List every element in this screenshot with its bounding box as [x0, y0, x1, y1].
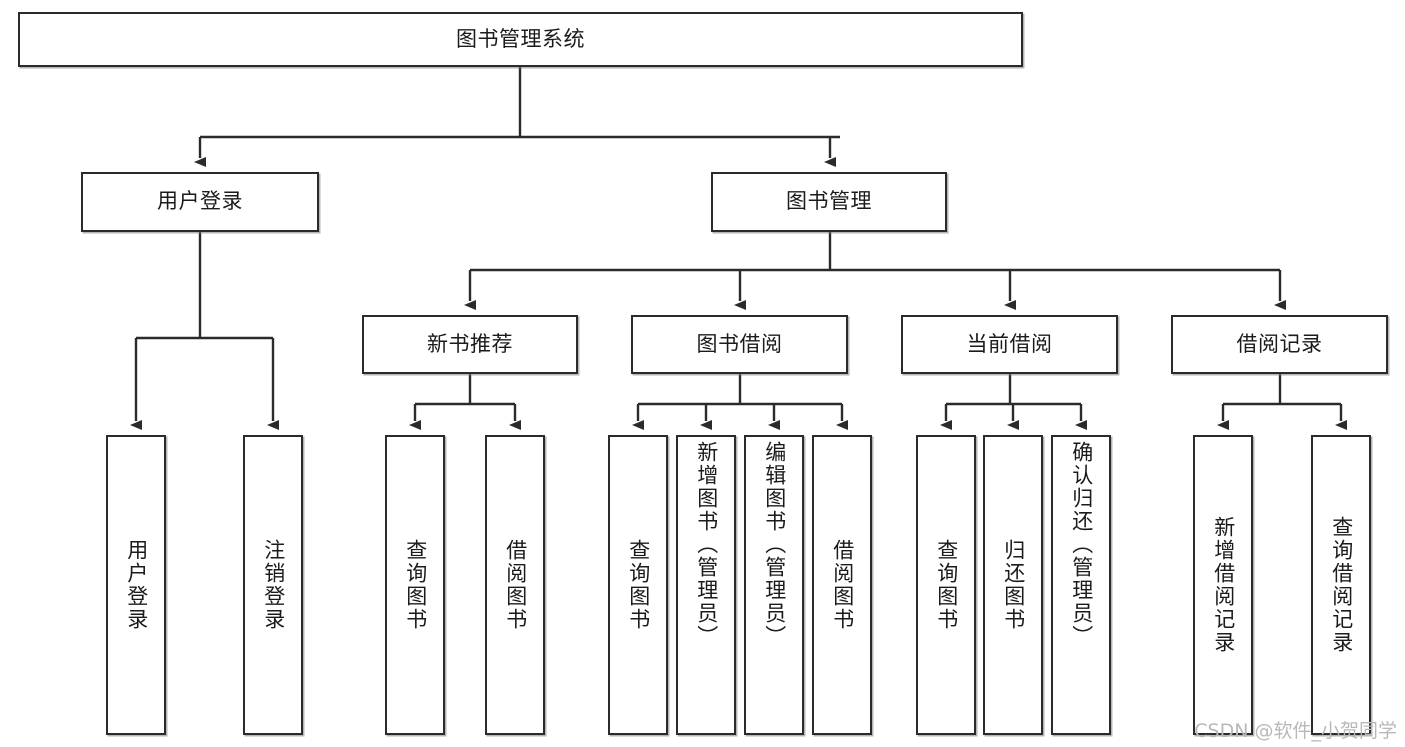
node-new-book-recommend-label: 新书推荐: [427, 331, 513, 356]
node-leaf-query-book-2[interactable]: 查询图书: [608, 435, 668, 735]
node-leaf-query-book-1[interactable]: 查询图书: [385, 435, 445, 735]
node-leaf-borrow-book-2[interactable]: 借阅图书: [812, 435, 872, 735]
node-book-management-label: 图书管理: [786, 189, 872, 214]
node-leaf-edit-book-label: 编辑图书（管理员）: [762, 441, 787, 648]
node-current-borrow[interactable]: 当前借阅: [901, 315, 1118, 374]
node-leaf-borrow-book-1[interactable]: 借阅图书: [485, 435, 545, 735]
node-leaf-borrow-book-2-label: 借阅图书: [830, 539, 855, 631]
node-leaf-add-record-label: 新增借阅记录: [1211, 516, 1236, 654]
node-leaf-return-book-label: 归还图书: [1001, 539, 1026, 631]
node-book-borrow-label: 图书借阅: [696, 331, 783, 356]
node-leaf-query-book-3[interactable]: 查询图书: [916, 435, 976, 735]
node-leaf-edit-book[interactable]: 编辑图书（管理员）: [744, 435, 804, 735]
node-borrow-record-label: 借阅记录: [1236, 331, 1323, 356]
node-leaf-add-record[interactable]: 新增借阅记录: [1193, 435, 1253, 735]
node-leaf-query-book-1-label: 查询图书: [403, 539, 428, 631]
node-leaf-add-book-label: 新增图书（管理员）: [694, 441, 719, 648]
node-leaf-query-record[interactable]: 查询借阅记录: [1311, 435, 1371, 735]
node-leaf-query-book-2-label: 查询图书: [626, 539, 651, 631]
node-user-login[interactable]: 用户登录: [81, 172, 319, 232]
node-leaf-borrow-book-1-label: 借阅图书: [503, 539, 528, 631]
node-user-login-label: 用户登录: [157, 189, 243, 214]
node-new-book-recommend[interactable]: 新书推荐: [362, 315, 578, 374]
node-leaf-user-logout[interactable]: 注销登录: [243, 435, 303, 735]
node-book-management[interactable]: 图书管理: [711, 172, 947, 232]
node-current-borrow-label: 当前借阅: [966, 331, 1053, 356]
node-leaf-add-book[interactable]: 新增图书（管理员）: [676, 435, 736, 735]
node-root[interactable]: 图书管理系统: [18, 12, 1023, 67]
node-leaf-query-record-label: 查询借阅记录: [1329, 516, 1354, 654]
node-root-label: 图书管理系统: [456, 26, 585, 51]
node-book-borrow[interactable]: 图书借阅: [631, 315, 848, 374]
node-leaf-return-book[interactable]: 归还图书: [983, 435, 1043, 735]
node-leaf-query-book-3-label: 查询图书: [934, 539, 959, 631]
node-leaf-confirm-return[interactable]: 确认归还（管理员）: [1051, 435, 1111, 735]
node-leaf-user-login[interactable]: 用户登录: [106, 435, 166, 735]
node-leaf-user-login-label: 用户登录: [124, 539, 149, 631]
node-leaf-user-logout-label: 注销登录: [261, 539, 286, 631]
watermark-text: CSDN @软件_小贺同学: [1194, 720, 1397, 742]
node-borrow-record[interactable]: 借阅记录: [1171, 315, 1388, 374]
node-leaf-confirm-return-label: 确认归还（管理员）: [1069, 441, 1094, 648]
